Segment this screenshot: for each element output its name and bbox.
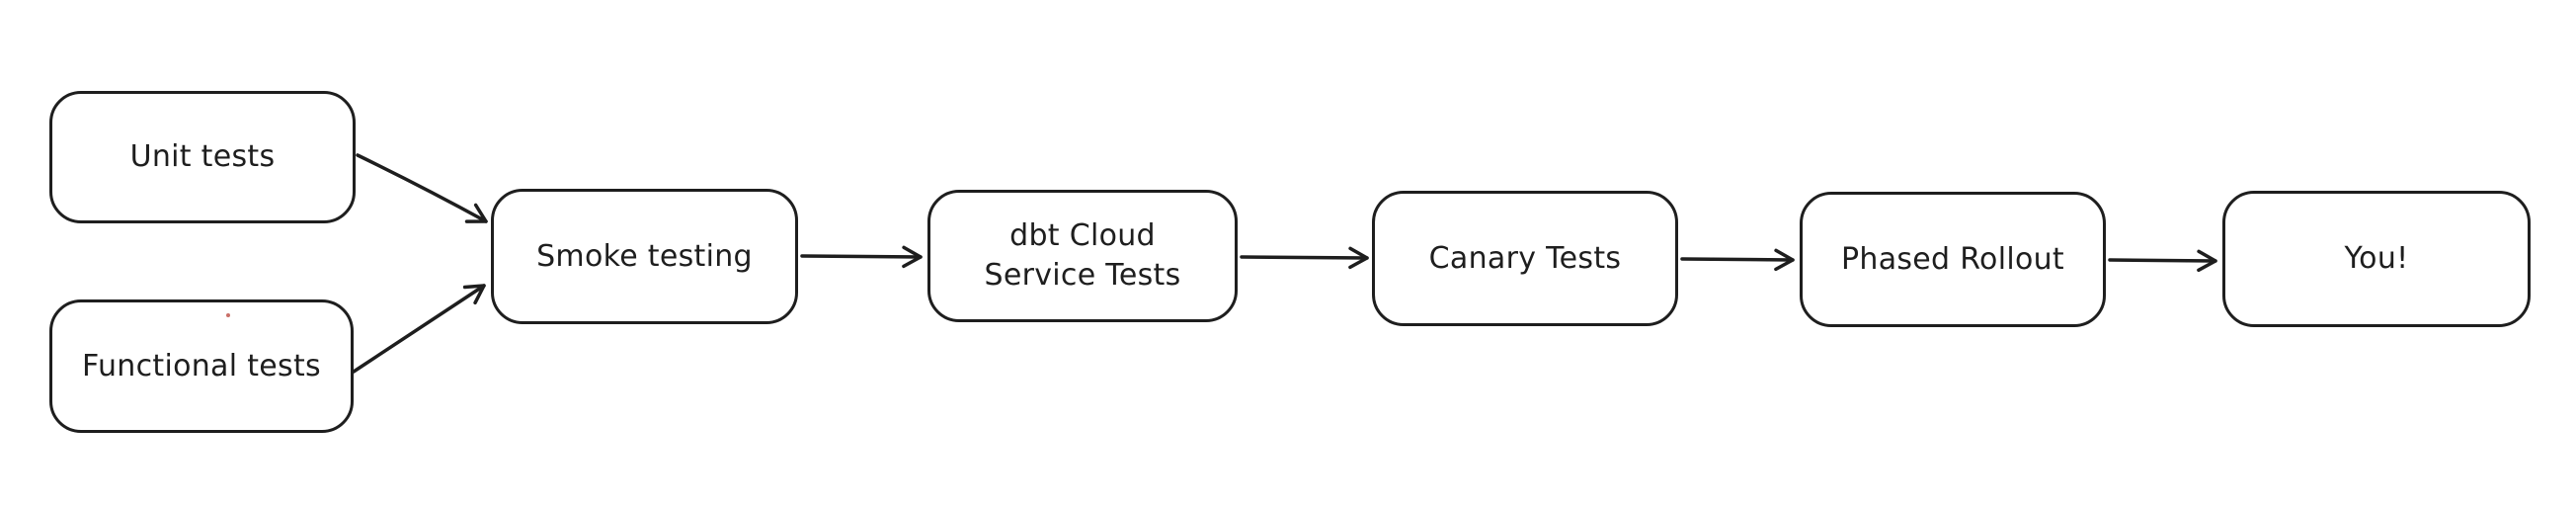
node-you[interactable]: You! [2222, 191, 2531, 327]
node-unit-tests-label: Unit tests [129, 139, 276, 174]
node-canary-tests[interactable]: Canary Tests [1372, 191, 1678, 326]
node-dbt-cloud-service-tests[interactable]: dbt Cloud Service Tests [927, 190, 1238, 322]
node-functional-tests-label: Functional tests [82, 348, 321, 383]
node-phased-rollout-label: Phased Rollout [1840, 241, 2064, 277]
arrow-canary-tests-to-phased-rollout[interactable] [1680, 248, 1795, 272]
node-phased-rollout[interactable]: Phased Rollout [1800, 192, 2106, 327]
arrow-unit-tests-to-smoke-testing[interactable] [356, 153, 488, 223]
node-functional-tests[interactable]: Functional tests [49, 299, 354, 433]
node-you-label: You! [2344, 241, 2409, 276]
arrow-dbt-cloud-service-tests-to-canary-tests[interactable] [1240, 246, 1369, 270]
arrow-functional-tests-to-smoke-testing[interactable] [352, 284, 486, 374]
node-dbt-cloud-service-tests-label: dbt Cloud Service Tests [984, 218, 1181, 293]
node-canary-tests-label: Canary Tests [1428, 240, 1622, 276]
node-unit-tests[interactable]: Unit tests [49, 91, 356, 223]
arrow-smoke-testing-to-dbt-cloud-service-tests[interactable] [800, 245, 923, 269]
stray-red-dot [226, 313, 230, 317]
node-smoke-testing[interactable]: Smoke testing [491, 189, 798, 324]
node-smoke-testing-label: Smoke testing [536, 238, 753, 274]
arrow-phased-rollout-to-you[interactable] [2108, 249, 2217, 273]
